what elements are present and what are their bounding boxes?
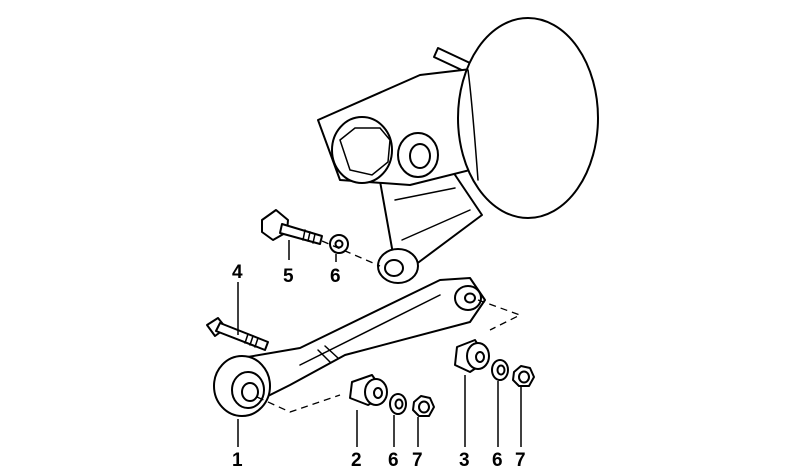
bolt-upper — [261, 209, 323, 245]
bolt-lower — [206, 317, 269, 351]
washer-lower-right — [491, 359, 509, 381]
washer-upper — [329, 234, 349, 254]
nut-lower-right — [512, 365, 535, 387]
washer-lower-left — [389, 393, 407, 415]
callout-5: 5 — [283, 266, 294, 287]
callout-7-left: 7 — [412, 450, 423, 471]
bolt-upper-shank — [279, 223, 323, 245]
bushing-2 — [349, 374, 388, 406]
nut-lower-left — [412, 395, 435, 417]
assembly-line-upper — [321, 240, 381, 267]
torque-link — [213, 277, 486, 417]
housing-pin — [433, 47, 471, 73]
bolt-lower-shank — [215, 322, 269, 351]
callout-1: 1 — [232, 450, 243, 471]
callout-6-lower-left: 6 — [388, 450, 399, 471]
callout-2: 2 — [351, 450, 362, 471]
callout-6-lower-right: 6 — [492, 450, 503, 471]
callout-7-right: 7 — [515, 450, 526, 471]
callout-4: 4 — [232, 262, 243, 283]
final-drive-housing — [317, 17, 599, 284]
link-body — [229, 277, 486, 406]
bushing-3 — [454, 339, 490, 373]
assembly-line-lower-right — [477, 299, 522, 331]
callout-6-upper: 6 — [330, 266, 341, 287]
assembly-line-lower-left — [256, 394, 341, 413]
callout-3: 3 — [459, 450, 470, 471]
housing-cover — [457, 17, 599, 219]
